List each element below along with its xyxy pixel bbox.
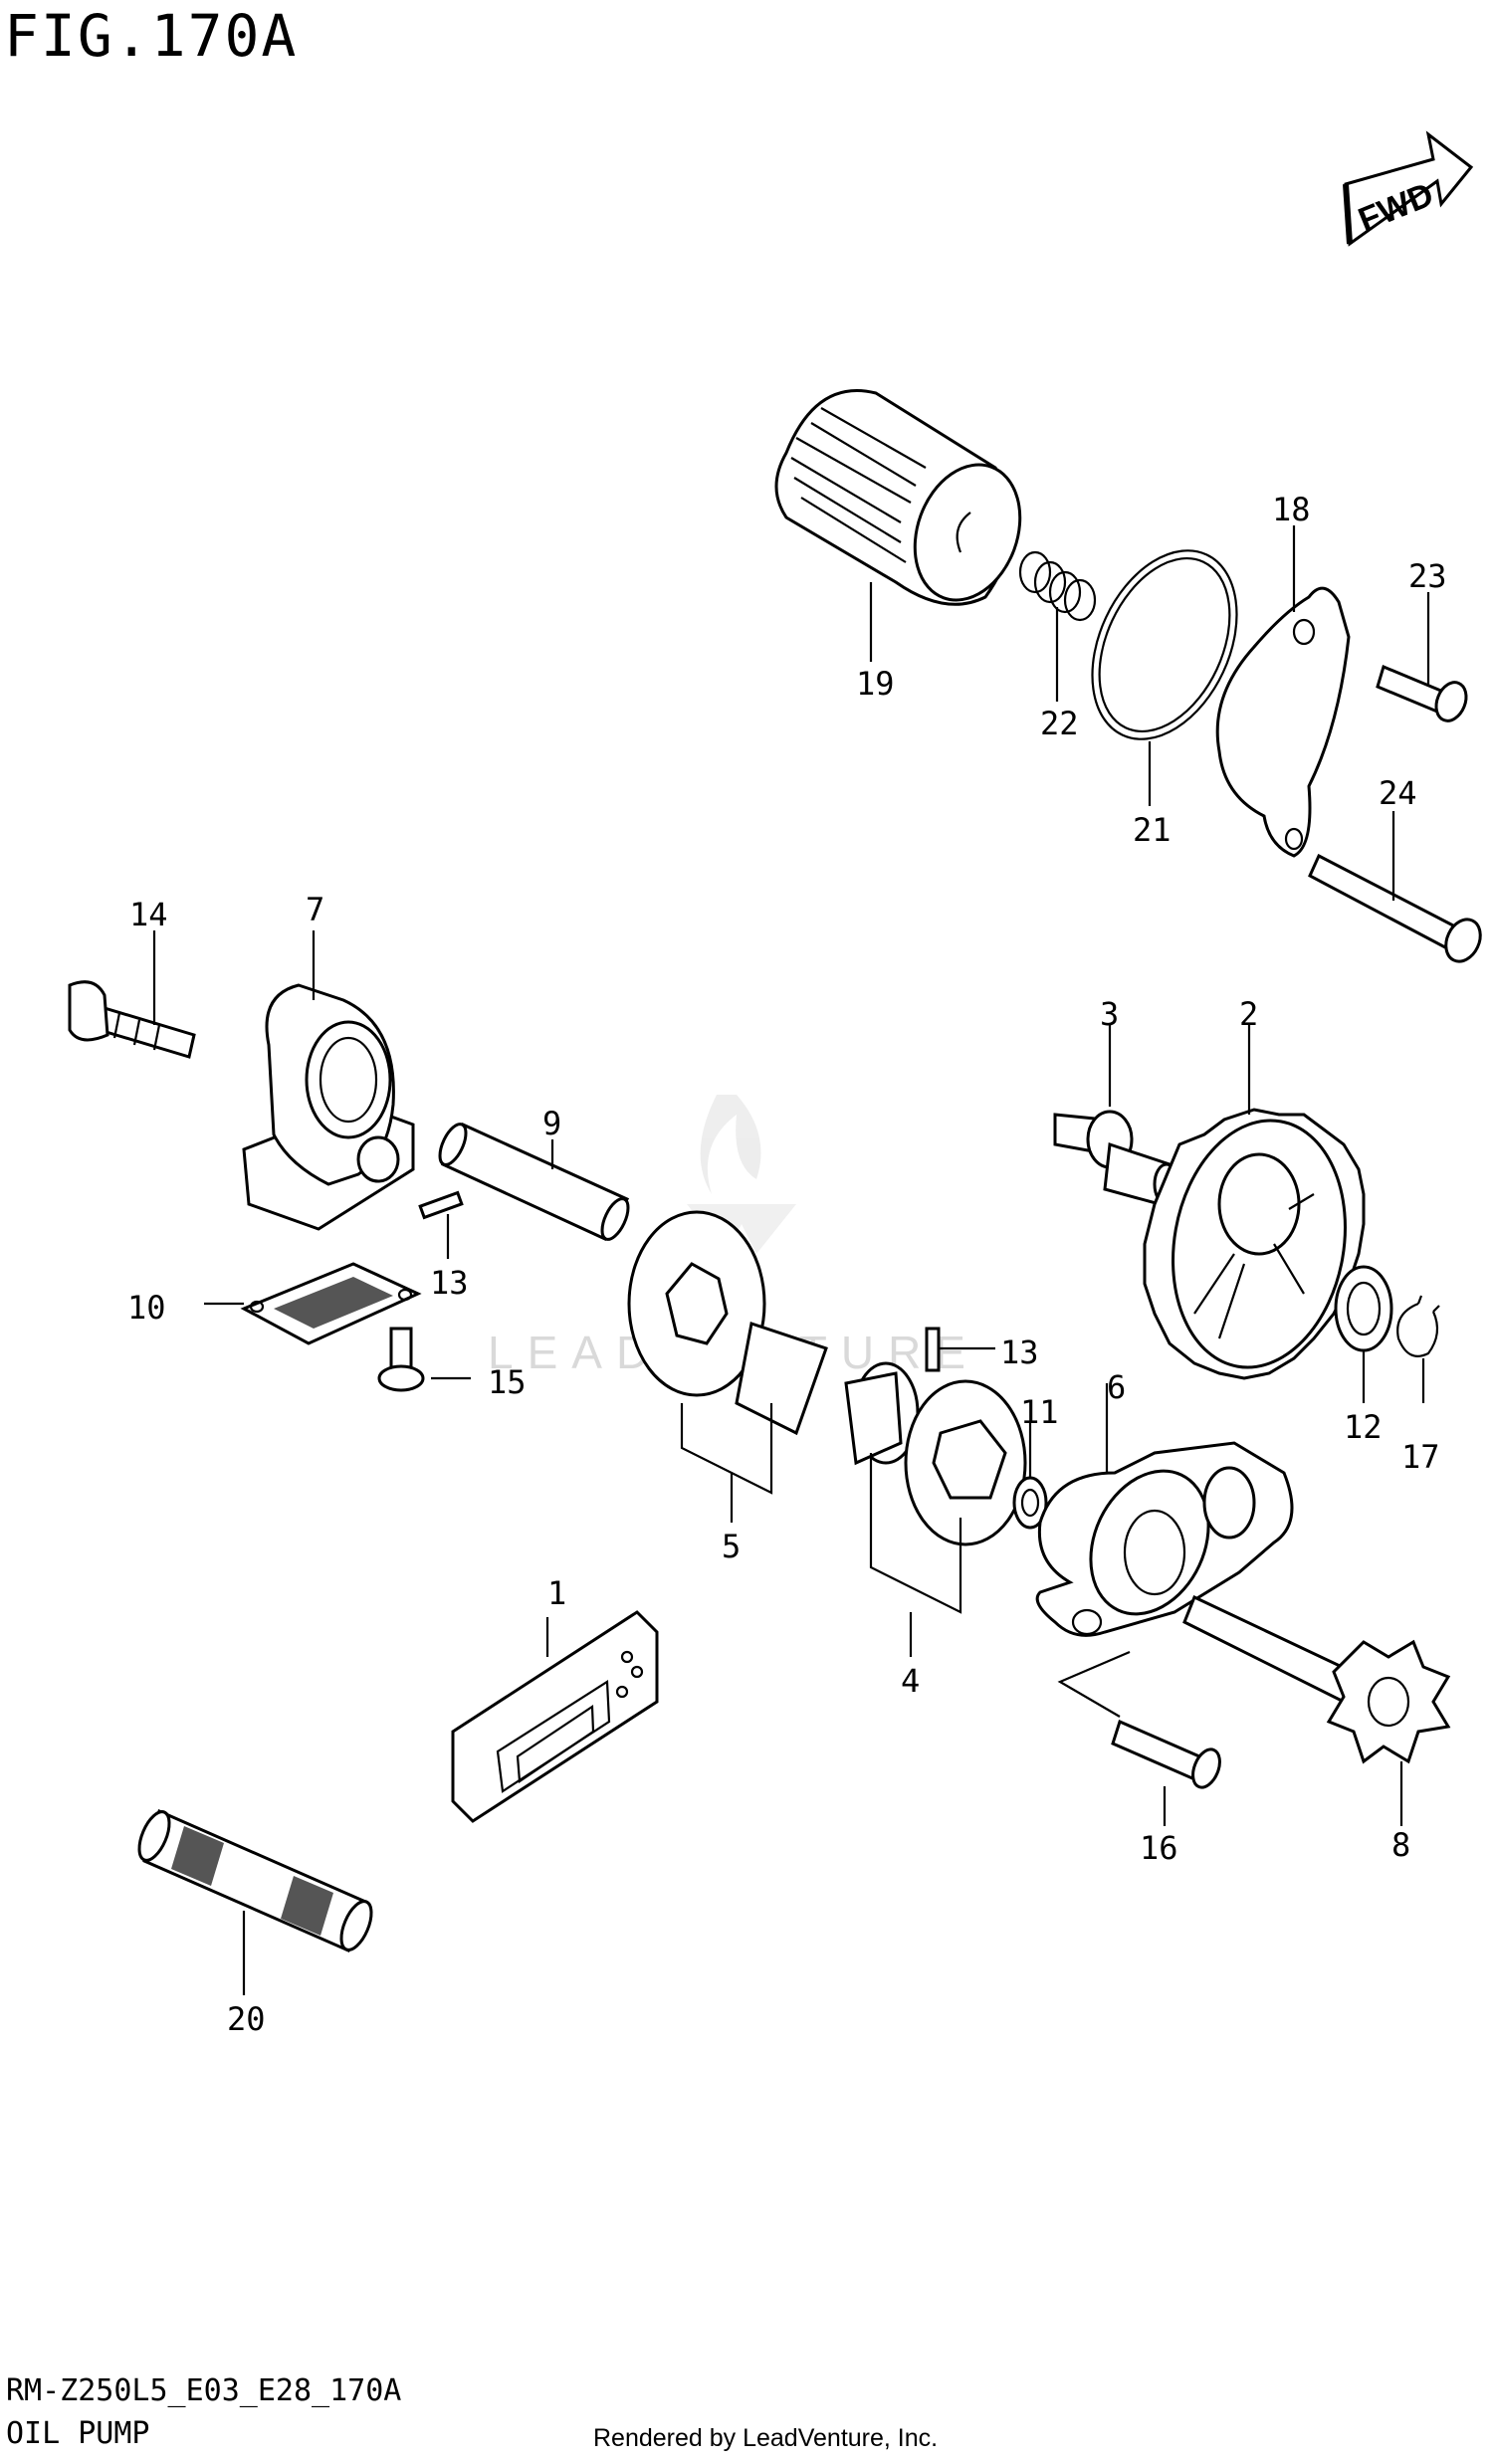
callout-22: 22	[1040, 705, 1079, 742]
callout-2: 2	[1239, 995, 1258, 1033]
inner-rotor-ring-part	[904, 1379, 1027, 1546]
cover-bolt-part	[1111, 1719, 1221, 1789]
pump-shaft-part	[438, 1123, 630, 1241]
callout-17: 17	[1401, 1438, 1440, 1476]
filter-cap-part	[1215, 586, 1351, 858]
oil-filter-part	[774, 389, 1022, 606]
pin-part-left	[418, 1190, 464, 1220]
pump-drive-shaft-part	[1182, 1594, 1451, 1764]
callout-8: 8	[1391, 1826, 1410, 1864]
callout-19: 19	[856, 665, 895, 703]
callout-6: 6	[1107, 1368, 1126, 1406]
filter-tube-part	[137, 1808, 373, 1953]
o-ring-part	[1091, 549, 1238, 740]
thrust-washer-part	[1334, 1265, 1393, 1352]
strainer-screen-part	[240, 1262, 422, 1345]
callout-3: 3	[1100, 995, 1119, 1033]
circlip-part	[1396, 1295, 1440, 1357]
callout-20: 20	[227, 2000, 266, 2038]
callout-24: 24	[1379, 774, 1417, 812]
callout-12: 12	[1344, 1408, 1383, 1446]
callout-5: 5	[722, 1528, 741, 1565]
callout-labels: 1 2 3 4 5 6 7 8 9 10 11 12 13 13 14 15 1…	[127, 491, 1447, 2038]
strainer-housing-part	[242, 983, 415, 1231]
pump-driven-gear-part	[1143, 1108, 1366, 1380]
callout-15: 15	[488, 1363, 527, 1401]
callout-16: 16	[1140, 1829, 1178, 1867]
diagram-code: RM-Z250L5_E03_E28_170A	[6, 2373, 402, 2408]
callout-4: 4	[901, 1662, 920, 1700]
fwd-arrow-icon: FWD	[1343, 130, 1474, 247]
callout-21: 21	[1133, 811, 1172, 849]
callout-1: 1	[547, 1574, 566, 1612]
gasket-part	[451, 1610, 659, 1823]
screen-bolt-part	[377, 1327, 425, 1392]
callout-11: 11	[1020, 1393, 1059, 1431]
callout-14: 14	[129, 896, 168, 933]
callout-13-right: 13	[1000, 1334, 1039, 1371]
spring-part	[1018, 550, 1097, 622]
diagram-name: OIL PUMP	[6, 2416, 150, 2451]
callout-13-left: 13	[430, 1264, 469, 1302]
pin-part-right	[925, 1327, 941, 1372]
outer-rotor-set-part	[627, 1210, 920, 1466]
leader-lines	[152, 525, 1430, 1995]
figure-title: FIG.170A	[4, 2, 299, 70]
flange-bolt-part	[68, 980, 196, 1059]
callout-10: 10	[127, 1289, 166, 1327]
render-credit: Rendered by LeadVenture, Inc.	[593, 2424, 939, 2452]
pump-cover-part	[1035, 1441, 1294, 1637]
callout-18: 18	[1272, 491, 1311, 528]
callout-23: 23	[1408, 557, 1447, 595]
callout-7: 7	[306, 891, 324, 928]
callout-9: 9	[542, 1105, 561, 1142]
idle-shaft-part	[1053, 1110, 1180, 1206]
cap-bolt-small-part	[1376, 664, 1468, 722]
cap-bolt-long-part	[1308, 853, 1482, 963]
